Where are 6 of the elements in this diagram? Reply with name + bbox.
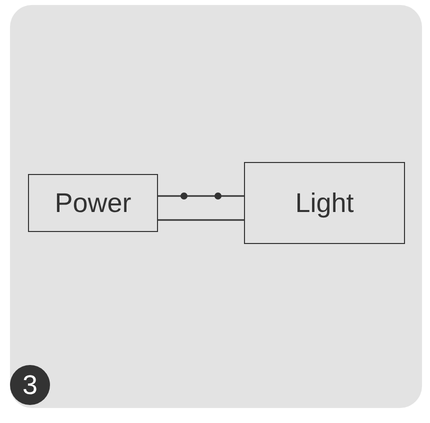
wire [158,219,244,221]
component-label: Light [295,188,354,218]
wire [158,195,244,197]
component-label: Power [54,188,132,218]
component-box [28,174,158,232]
component-box [244,162,405,244]
